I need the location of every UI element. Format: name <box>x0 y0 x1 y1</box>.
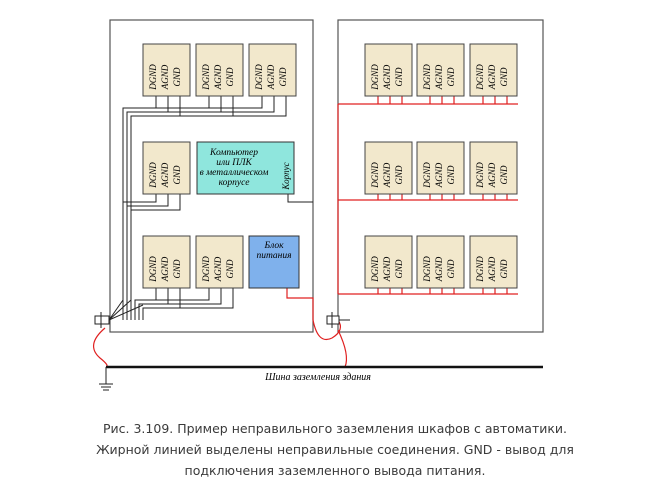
pin-label: GND <box>225 259 235 279</box>
power-supply-box: Блок питания <box>248 235 300 289</box>
computer-label-3: в металлическом <box>200 168 269 178</box>
figure-caption: Рис. 3.109. Пример неправильного заземле… <box>0 418 670 481</box>
pin-label: DGND <box>422 64 432 91</box>
pin-label: GND <box>499 259 509 279</box>
pin-label: GND <box>394 165 404 185</box>
right-ground-bolt <box>326 312 340 328</box>
power-label-2: питания <box>256 251 291 261</box>
caption-line-1: Рис. 3.109. Пример неправильного заземле… <box>103 421 567 436</box>
computer-box: Компьютер или ПЛК в металлическом корпус… <box>196 141 295 195</box>
power-label-1: Блок <box>263 241 284 251</box>
caption-line-3: подключения заземленного вывода питания. <box>184 463 486 478</box>
pin-label: GND <box>394 259 404 279</box>
pin-label: GND <box>225 67 235 87</box>
pin-label: AGND <box>434 162 444 188</box>
pin-label: DGND <box>370 64 380 91</box>
pin-label: AGND <box>487 256 497 282</box>
pin-label: GND <box>394 67 404 87</box>
pin-label: AGND <box>382 64 392 90</box>
pin-label: AGND <box>382 256 392 282</box>
pin-label: AGND <box>487 162 497 188</box>
wrong-connections <box>93 96 518 368</box>
pin-label: DGND <box>148 256 158 283</box>
pin-label: GND <box>172 165 182 185</box>
pin-label: GND <box>172 67 182 87</box>
pin-label: AGND <box>266 64 276 90</box>
pin-label: GND <box>446 67 456 87</box>
pin-label: AGND <box>160 256 170 282</box>
computer-label-2: или ПЛК <box>216 158 252 168</box>
caption-line-2: Жирной линией выделены неправильные соед… <box>96 442 574 457</box>
computer-label-1: Компьютер <box>209 148 258 158</box>
pin-label: AGND <box>213 64 223 90</box>
ground-wires <box>108 96 350 321</box>
pin-label: DGND <box>422 256 432 283</box>
pin-label: DGND <box>475 162 485 189</box>
computer-label-4: корпусе <box>219 178 250 188</box>
pin-label: DGND <box>370 162 380 189</box>
pin-label: DGND <box>475 256 485 283</box>
earth-ground-icon <box>99 367 113 391</box>
pin-label: DGND <box>475 64 485 91</box>
pin-label: DGND <box>148 64 158 91</box>
pin-label: GND <box>499 67 509 87</box>
pin-label: GND <box>172 259 182 279</box>
left-ground-bolt <box>94 312 110 328</box>
pin-label: AGND <box>487 64 497 90</box>
ground-bus-label: Шина заземления здания <box>264 372 371 383</box>
pin-label: AGND <box>213 256 223 282</box>
pin-label: AGND <box>160 162 170 188</box>
pin-label: DGND <box>201 64 211 91</box>
pin-label: AGND <box>382 162 392 188</box>
pin-label: DGND <box>148 162 158 189</box>
pin-label: DGND <box>370 256 380 283</box>
pin-label: GND <box>499 165 509 185</box>
pin-label: GND <box>278 67 288 87</box>
pin-label: DGND <box>254 64 264 91</box>
pin-label: AGND <box>160 64 170 90</box>
pin-label: DGND <box>422 162 432 189</box>
pin-label: GND <box>446 165 456 185</box>
pin-label: AGND <box>434 64 444 90</box>
pin-label: GND <box>446 259 456 279</box>
pin-label: AGND <box>434 256 444 282</box>
housing-label: Корпус <box>281 162 291 190</box>
pin-label: DGND <box>201 256 211 283</box>
